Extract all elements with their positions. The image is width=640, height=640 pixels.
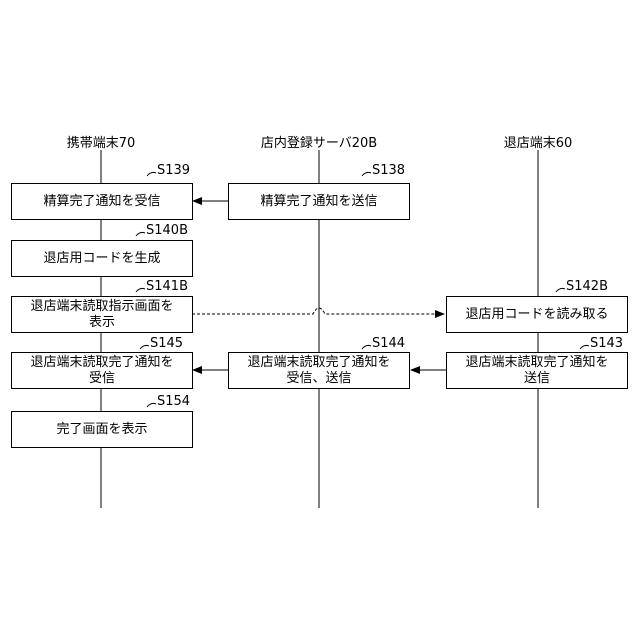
- step-label-s140b: S140B: [146, 223, 188, 238]
- process-text-line1: 退店端末読取完了通知を: [465, 355, 608, 371]
- process-text-line1: 退店端末読取指示画面を: [30, 299, 173, 315]
- process-text: 退店用コードを生成: [43, 251, 160, 267]
- leader-s154: [147, 403, 156, 407]
- leader-s139: [147, 172, 156, 176]
- process-text-line2: 受信、送信: [247, 371, 390, 387]
- leader-s142b: [556, 288, 565, 292]
- step-label-s143: S143: [590, 336, 623, 351]
- lane-title-server: 店内登録サーバ20B: [261, 132, 377, 151]
- process-text-line1: 退店端末読取完了通知を: [30, 355, 173, 371]
- dashed-arrow-s141b-to-s142b: [192, 308, 436, 314]
- process-text: 退店用コードを読み取る: [465, 307, 608, 323]
- process-box-s145: 退店端末読取完了通知を 受信: [11, 352, 193, 389]
- step-label-s138: S138: [372, 163, 405, 178]
- step-label-s142b: S142B: [566, 279, 608, 294]
- leader-s138: [362, 172, 371, 176]
- leader-s141b: [136, 288, 145, 292]
- process-text-line2: 受信: [30, 371, 173, 387]
- process-box-s141b: 退店端末読取指示画面を 表示: [11, 296, 193, 333]
- process-box-s144: 退店端末読取完了通知を 受信、送信: [228, 352, 410, 389]
- process-text: 完了画面を表示: [56, 422, 147, 438]
- step-label-s144: S144: [372, 336, 405, 351]
- process-box-s140b: 退店用コードを生成: [11, 240, 193, 277]
- process-text-line2: 表示: [30, 315, 173, 331]
- process-box-s139: 精算完了通知を受信: [11, 183, 193, 220]
- process-box-s154: 完了画面を表示: [11, 411, 193, 448]
- leader-s143: [580, 345, 589, 349]
- step-label-s145: S145: [150, 336, 183, 351]
- process-box-s138: 精算完了通知を送信: [228, 183, 410, 220]
- process-text: 精算完了通知を受信: [43, 194, 160, 210]
- leader-s140b: [136, 232, 145, 236]
- arrowhead-s139: [192, 197, 202, 205]
- step-label-s154: S154: [157, 394, 190, 409]
- step-label-s139: S139: [157, 163, 190, 178]
- process-text: 精算完了通知を送信: [260, 194, 377, 210]
- process-text-line1: 退店端末読取完了通知を: [247, 355, 390, 371]
- process-box-s142b: 退店用コードを読み取る: [446, 296, 628, 333]
- leader-s145: [140, 345, 149, 349]
- lane-title-mobile: 携帯端末70: [67, 132, 136, 151]
- process-text-line2: 送信: [465, 371, 608, 387]
- arrowhead-s145: [192, 366, 202, 374]
- arrowhead-s144: [410, 366, 420, 374]
- leader-s144: [362, 345, 371, 349]
- arrowhead-s142b: [435, 310, 445, 318]
- process-box-s143: 退店端末読取完了通知を 送信: [446, 352, 628, 389]
- step-label-s141b: S141B: [146, 279, 188, 294]
- lane-title-exit: 退店端末60: [504, 132, 573, 151]
